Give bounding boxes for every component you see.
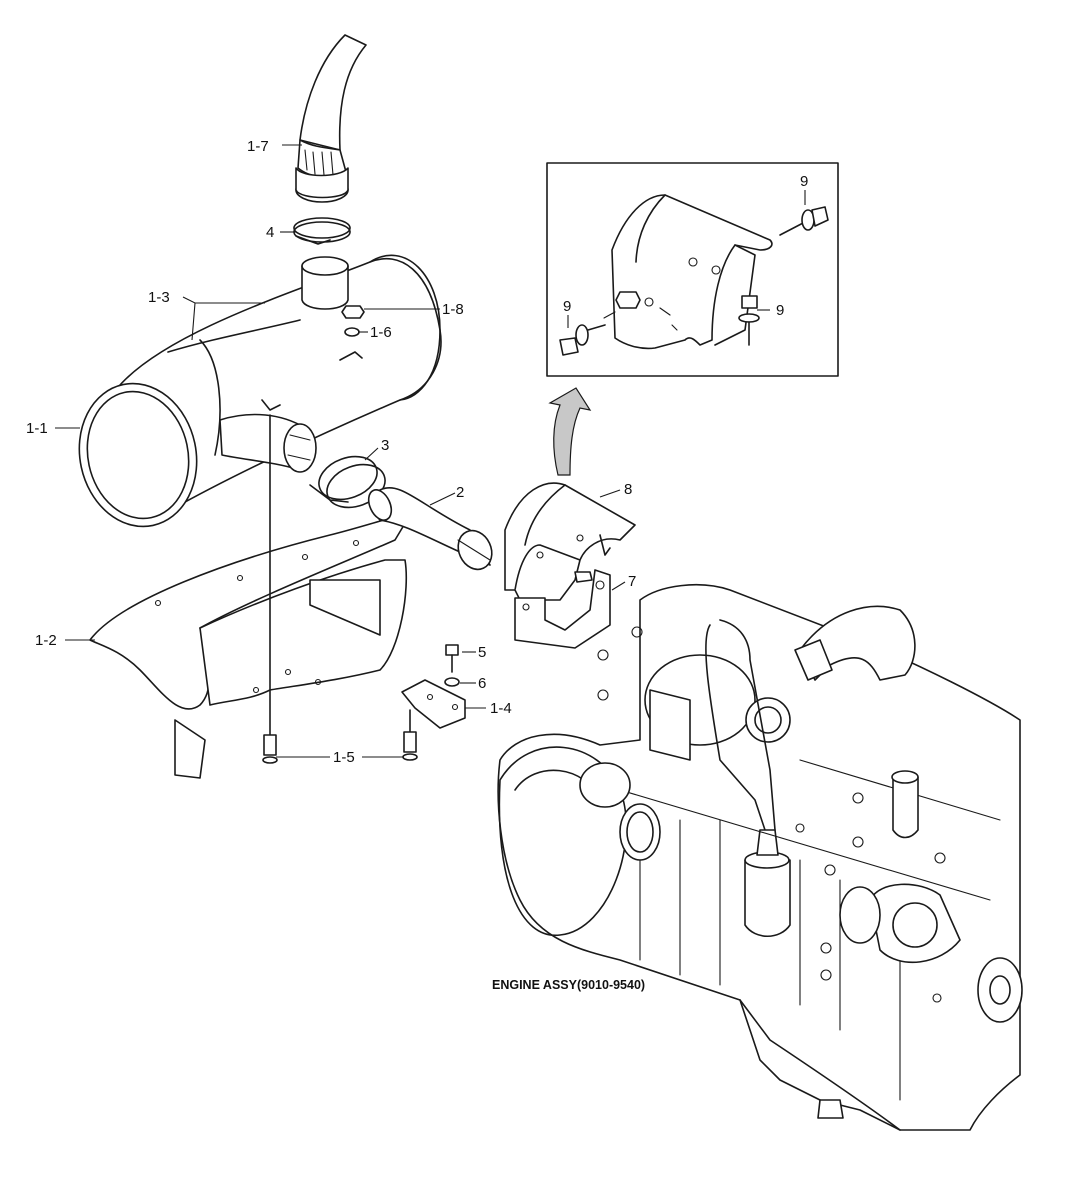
engine-assembly [497,584,1023,1131]
label-1-1: 1-1 [26,420,48,437]
detail-view-arrow [548,387,592,476]
small-bracket-part [401,679,466,729]
label-1-2: 1-2 [35,632,57,649]
leader-lines [55,144,806,758]
label-7: 7 [628,573,636,590]
label-1-5: 1-5 [333,749,355,766]
label-1-6: 1-6 [370,324,392,341]
exhaust-pipe-part [295,34,367,203]
bolt-5-part [445,644,459,673]
label-1-8: 1-8 [442,301,464,318]
washer-6-part [444,677,460,687]
label-9-right: 9 [776,302,784,319]
label-9-left: 9 [563,298,571,315]
engine-assembly-caption: ENGINE ASSY(9010-9540) [492,978,645,992]
bolt-set-1-5-part [262,414,418,764]
detail-inset-box [546,162,839,377]
label-9-top: 9 [800,173,808,190]
label-3: 3 [381,437,389,454]
label-6: 6 [478,675,486,692]
connecting-pipe-part [367,487,493,571]
label-8: 8 [624,481,632,498]
callout-labels: 1-7 4 1-3 1-8 1-6 1-1 3 2 8 7 1-2 5 6 1-… [26,138,808,992]
hose-clamp-part [293,217,351,245]
label-2: 2 [456,484,464,501]
pipe-clamp-part [309,455,386,509]
label-1-7: 1-7 [247,138,269,155]
label-1-4: 1-4 [490,700,512,717]
label-4: 4 [266,224,274,241]
support-bracket-part [504,482,636,601]
mounting-bracket-part [514,569,611,649]
muffler-body-part [78,254,442,528]
label-5: 5 [478,644,486,661]
heat-shield-cover-part [89,514,411,779]
label-1-3: 1-3 [148,289,170,306]
